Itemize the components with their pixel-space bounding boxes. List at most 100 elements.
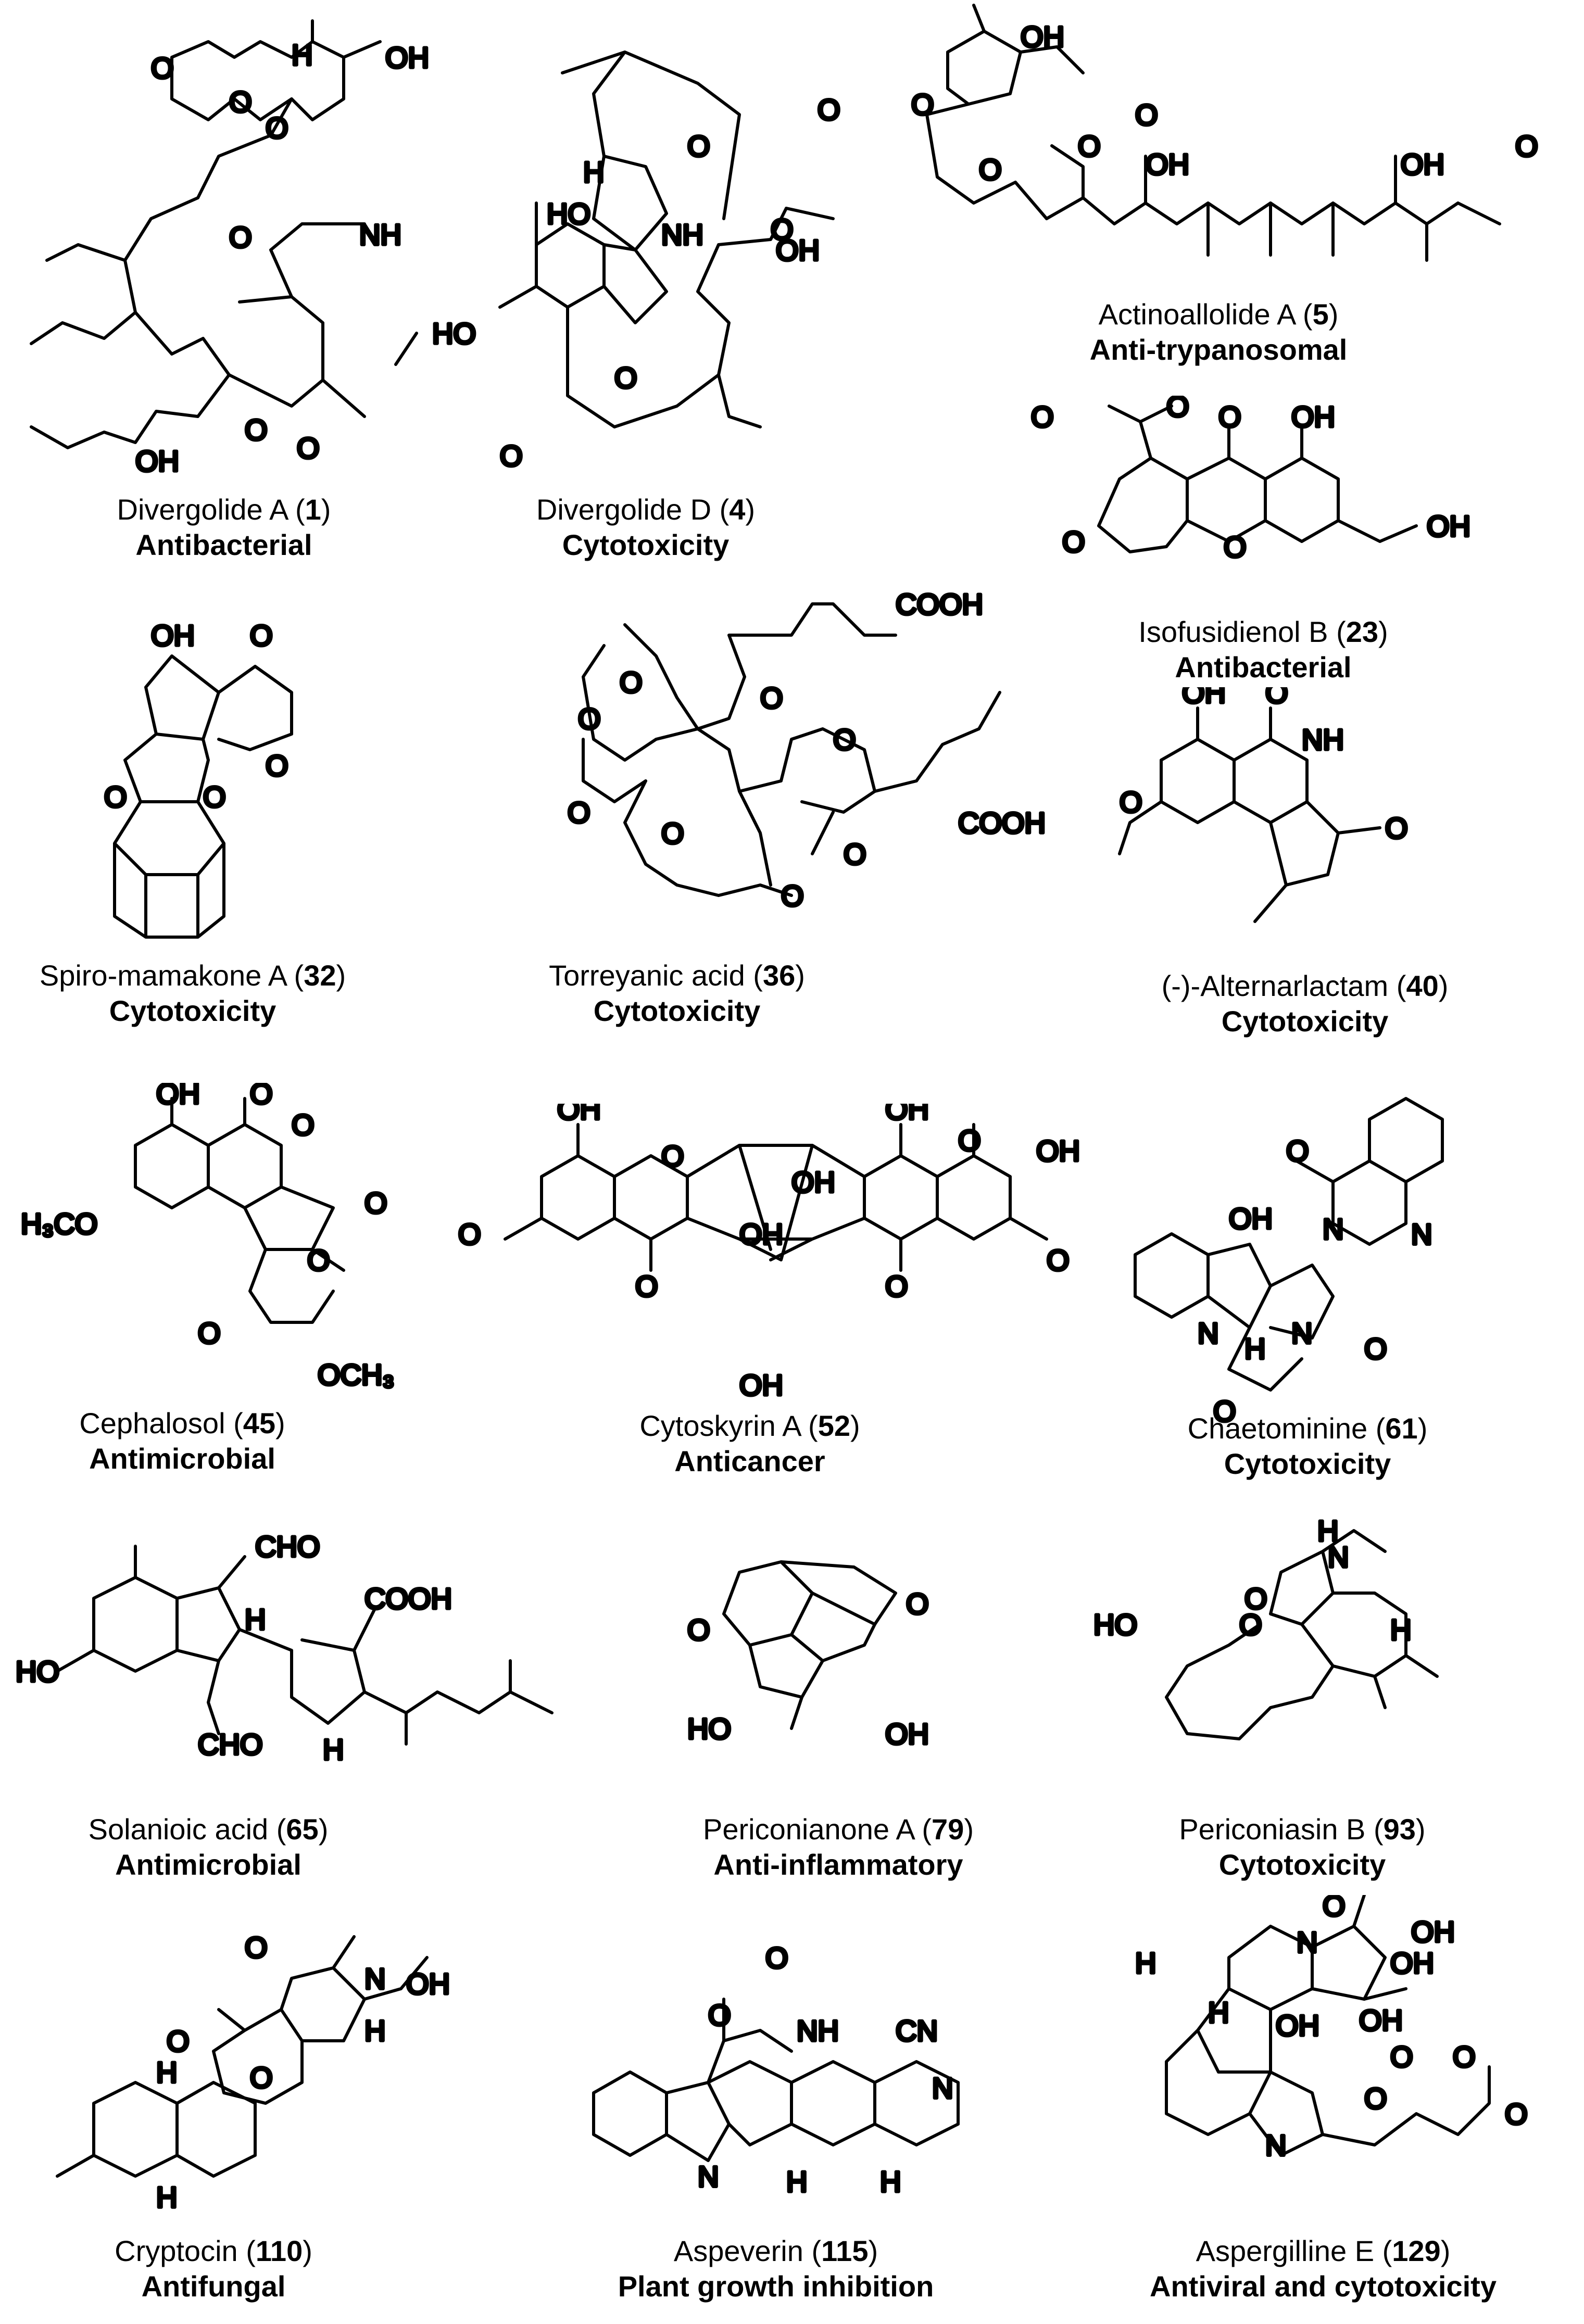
atom-label: O (250, 2061, 273, 2094)
atom-label: OH (385, 41, 429, 74)
atom-label: OH (885, 1717, 929, 1750)
compound-name: Periconianone A (703, 1813, 914, 1846)
atom-label: OH (1359, 2004, 1403, 2037)
atom-label: O (781, 879, 804, 912)
atom-label: NH (1302, 723, 1344, 756)
atom-label: O (1286, 1134, 1309, 1167)
compound-name: Divergolide A (117, 493, 287, 526)
atom-label: O (911, 88, 934, 121)
atom-label: N (1323, 1212, 1343, 1245)
caption: Cryptocin (110) Antifungal (0, 2233, 448, 2304)
atom-label: OH (1427, 510, 1470, 542)
compound-cytoskyrin-a: OH OH O OH O OH OH O O O OH O Cytoskyrin… (448, 1104, 1093, 1499)
atom-label: O (661, 817, 684, 850)
atom-label: H (786, 2165, 807, 2198)
compound-activity: Cytotoxicity (562, 528, 730, 561)
atom-label: CHO (255, 1530, 320, 1563)
compound-isofusidienol-b: O O O OH O O OH Isofusidienol B (23) Ant… (1015, 396, 1584, 708)
caption: Divergolide D (4) Cytotoxicity (406, 492, 885, 563)
compound-activity: Antibacterial (1175, 651, 1352, 684)
structure-aspergilline-e: O OH H N OH H OH OH O O N O O (1134, 1895, 1529, 2163)
atom-label: N (1411, 1218, 1432, 1251)
compound-activity: Cytotoxicity (1224, 1447, 1391, 1480)
compound-name: Aspergilline E (1196, 2234, 1375, 2267)
atom-label: O (1062, 525, 1085, 558)
atom-label: H (1135, 1947, 1156, 1979)
compound-aspeverin: O O NH CN N N H H Aspeverin (115) Plant … (552, 1937, 1062, 2324)
compound-number: 65 (286, 1813, 319, 1846)
atom-label: O (1218, 400, 1241, 433)
atom-label: OH (557, 1104, 601, 1126)
compound-activity: Antimicrobial (115, 1848, 301, 1881)
atom-label: OH (1146, 148, 1189, 181)
compound-activity: Anti-inflammatory (713, 1848, 963, 1881)
atom-label: OH (1291, 400, 1335, 433)
compound-activity: Plant growth inhibition (618, 2270, 934, 2303)
compound-name: Cryptocin (115, 2234, 238, 2267)
atom-label: OH (739, 1369, 783, 1401)
structure-cytoskyrin-a: OH OH O OH O OH OH O O O OH O (457, 1104, 1082, 1403)
structure-chaetominine: O OH N N N H N O O (1134, 1097, 1444, 1429)
atom-label: O (661, 1140, 684, 1172)
atom-label: OH (135, 445, 179, 477)
atom-label: O (1078, 130, 1101, 162)
compound-activity: Antibacterial (135, 528, 312, 561)
structure-periconiasin-b: H N O HO O H (1092, 1513, 1439, 1740)
atom-label: HO (687, 1712, 731, 1745)
atom-label: O (1120, 786, 1142, 818)
atom-label: O (844, 838, 866, 870)
atom-label: O (906, 1587, 929, 1620)
atom-label: OH (406, 1967, 450, 2000)
compound-number: 5 (1312, 298, 1329, 331)
compound-name: Torreyanic acid (549, 959, 745, 992)
compound-number: 93 (1383, 1813, 1416, 1846)
caption: (-)-Alternarlactam (40) Cytotoxicity (1067, 968, 1542, 1039)
atom-label: O (297, 432, 320, 464)
atom-label: OH (776, 234, 820, 267)
atom-label: H₃CO (21, 1207, 97, 1240)
atom-label: O (250, 1083, 273, 1110)
compound-name: Chaetominine (1187, 1412, 1368, 1445)
compound-name: Solanioic acid (88, 1813, 269, 1846)
atom-label: OH (1182, 687, 1226, 709)
compound-number: 129 (1392, 2234, 1441, 2267)
atom-label: H (1390, 1613, 1411, 1646)
compound-name: Divergolide D (536, 493, 712, 526)
atom-label: OH (1276, 2009, 1319, 2042)
atom-label: OH (1390, 1947, 1434, 1979)
atom-label: O (687, 1613, 710, 1646)
atom-label: O (1224, 531, 1247, 563)
compound-torreyanic-acid: COOH O O O O O O O COOH O Torreyanic aci… (500, 573, 1114, 1041)
atom-label: OH (739, 1218, 783, 1251)
atom-label: O (292, 1108, 315, 1141)
atom-label: HO (1093, 1608, 1137, 1641)
atom-label: O (364, 1186, 387, 1219)
caption: Divergolide A (1) Antibacterial (0, 492, 448, 563)
atom-label: OH (151, 619, 195, 652)
caption: Chaetominine (61) Cytotoxicity (1062, 1411, 1553, 1482)
atom-label: N (698, 2160, 719, 2193)
atom-label: O (1265, 687, 1288, 709)
compound-name: Isofusidienol B (1138, 615, 1328, 648)
atom-label: O (765, 1941, 788, 1974)
compound-chaetominine: O OH N N N H N O O Chaetominine (61) Cyt… (1093, 1078, 1584, 1505)
compound-activity: Antiviral and cytotoxicity (1150, 2270, 1497, 2303)
compound-name: Cephalosol (79, 1407, 225, 1439)
atom-label: O (1390, 2040, 1413, 2073)
atom-label: O (760, 681, 783, 714)
compound-activity: Cytotoxicity (1221, 1005, 1389, 1038)
compound-activity: Antimicrobial (89, 1442, 275, 1475)
atom-label: OH (1401, 148, 1444, 181)
compound-cephalosol: OH O O H₃CO O O O OCH₃ Cephalosol (45) A… (0, 1083, 448, 1499)
compound-activity: Anticancer (674, 1445, 825, 1477)
compound-number: 4 (729, 493, 746, 526)
atom-label: O (245, 413, 268, 446)
atom-label: N (1198, 1317, 1218, 1349)
structure-torreyanic-acid: COOH O O O O O O O COOH O (566, 586, 1047, 914)
compound-periconianone-a: O O HO OH Periconianone A (79) Anti-infl… (656, 1541, 1021, 1900)
atom-label: O (1505, 2098, 1528, 2130)
atom-label: O (620, 666, 643, 699)
atom-label: O (104, 780, 127, 813)
atom-label: COOH (896, 588, 983, 621)
atom-label: O (1213, 1395, 1236, 1428)
